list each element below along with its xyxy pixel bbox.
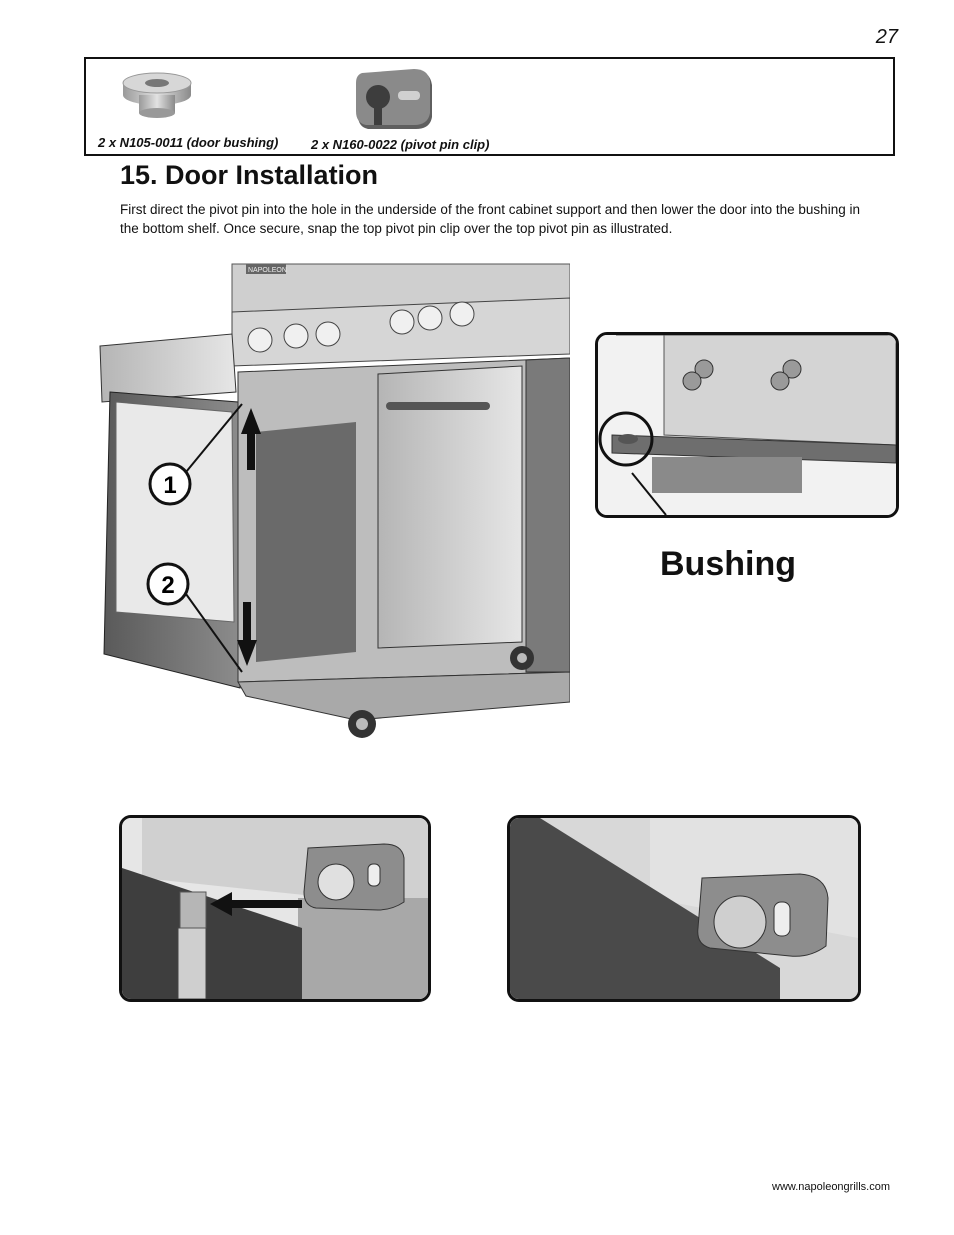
bushing-label: Bushing [660, 545, 796, 583]
door-bushing-icon [122, 72, 192, 118]
part-caption-bushing: 2 x N105-0011 (door bushing) [98, 135, 279, 150]
clip-detail-after [507, 815, 861, 1002]
page-number: 27 [875, 26, 898, 48]
bushing-detail [595, 332, 899, 518]
callout-1 [148, 462, 192, 506]
callout-2 [146, 562, 190, 606]
clip-detail-before-drawing [122, 818, 428, 999]
instructions-text: First direct the pivot pin into the hole… [120, 202, 860, 236]
clip-detail-after-drawing [510, 818, 858, 999]
footer-url[interactable]: www.napoleongrills.com [772, 1181, 890, 1193]
callout-2-label: 2 [161, 572, 174, 599]
grill-door-illustration: NAPOLEON 1 2 [99, 263, 570, 738]
part-caption-clip: 2 x N160-0022 (pivot pin clip) [311, 137, 490, 152]
section-title: 15. Door Installation [120, 160, 379, 190]
clip-detail-before [119, 815, 431, 1002]
bushing-detail-drawing [598, 335, 896, 515]
pivot-pin-clip-icon [356, 69, 432, 129]
callout-1-label: 1 [163, 472, 176, 499]
parts-box: 2 x N105-0011 (door bushing) 2 x N160-00… [84, 57, 895, 156]
grill-brand-mark: NAPOLEON [248, 267, 287, 274]
